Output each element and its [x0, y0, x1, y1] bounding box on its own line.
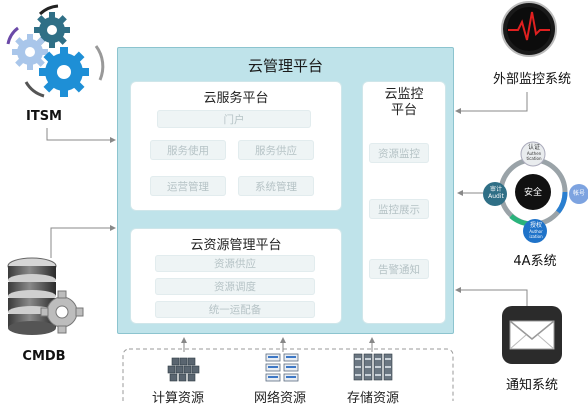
external-monitor-label: 外部监控系统: [492, 72, 571, 87]
itsm-label: ITSM: [25, 109, 62, 124]
storage-arrays-icon: [353, 353, 393, 381]
fourA-account-label: 帐号: [572, 190, 585, 197]
portal-module: 门户: [157, 110, 311, 128]
fourA-audit-label: 审计 Audit: [483, 186, 509, 200]
system-management-module: 系统管理: [238, 176, 314, 196]
resource-container-border: [122, 348, 454, 401]
cmdb-label: CMDB: [22, 349, 66, 364]
notify-connector: [455, 287, 528, 306]
fourA-authz-en: Author ization: [529, 229, 543, 239]
storage-resource-label: 存储资源: [347, 391, 400, 406]
fourA-auth-label: 认证 Authen tication: [521, 144, 547, 162]
cloud-service-platform-title: 云服务平台: [203, 91, 269, 106]
itsm-connector: [46, 128, 116, 143]
cloud-monitor-platform-title: 云监控 平台: [362, 87, 446, 119]
notify-label: 通知系统: [505, 378, 558, 393]
cmdb-database-icon: [7, 257, 84, 335]
monitoring-display-module: 监控展示: [369, 199, 429, 219]
cmdb-connector: [50, 225, 116, 258]
resource-monitoring-module: 资源监控: [369, 143, 429, 163]
fourA-auth-cn: 认证: [527, 144, 540, 151]
external-monitor-connector: [455, 92, 528, 114]
compute-servers-icon: [167, 357, 200, 382]
fourA-audit-en: Audit: [488, 193, 504, 200]
fourA-label: 4A系统: [513, 254, 557, 269]
fourA-center-label: 安全: [523, 188, 542, 198]
fourA-audit-cn: 审计: [489, 186, 502, 193]
envelope-icon: [502, 306, 562, 364]
resource-scheduling-module: 资源调度: [155, 278, 315, 295]
fourA-auth-en: Authen tication: [526, 151, 542, 161]
fourA-authz-cn: 授权: [529, 222, 542, 229]
network-switches-icon: [265, 353, 299, 382]
service-supply-module: 服务供应: [238, 140, 314, 160]
unified-config-module: 统一运配备: [155, 301, 315, 318]
resource-supply-module: 资源供应: [155, 255, 315, 272]
cloud-monitor-title-line2: 平台: [390, 103, 417, 118]
cloud-platform-title: 云管理平台: [247, 57, 323, 75]
compute-resource-label: 计算资源: [152, 391, 205, 406]
fourA-authz-label: 授权 Author ization: [523, 222, 549, 240]
network-resource-label: 网络资源: [254, 391, 307, 406]
cloud-resource-platform-title: 云资源管理平台: [190, 238, 282, 253]
fourA-ring-icon: [483, 141, 588, 243]
heartbeat-monitor-icon: [501, 1, 557, 57]
cloud-monitor-title-line1: 云监控: [384, 87, 424, 102]
alarm-notification-module: 告警通知: [369, 259, 429, 279]
operation-management-module: 运营管理: [150, 176, 226, 196]
service-usage-module: 服务使用: [150, 140, 226, 160]
itsm-gears-icon: [6, 4, 105, 98]
